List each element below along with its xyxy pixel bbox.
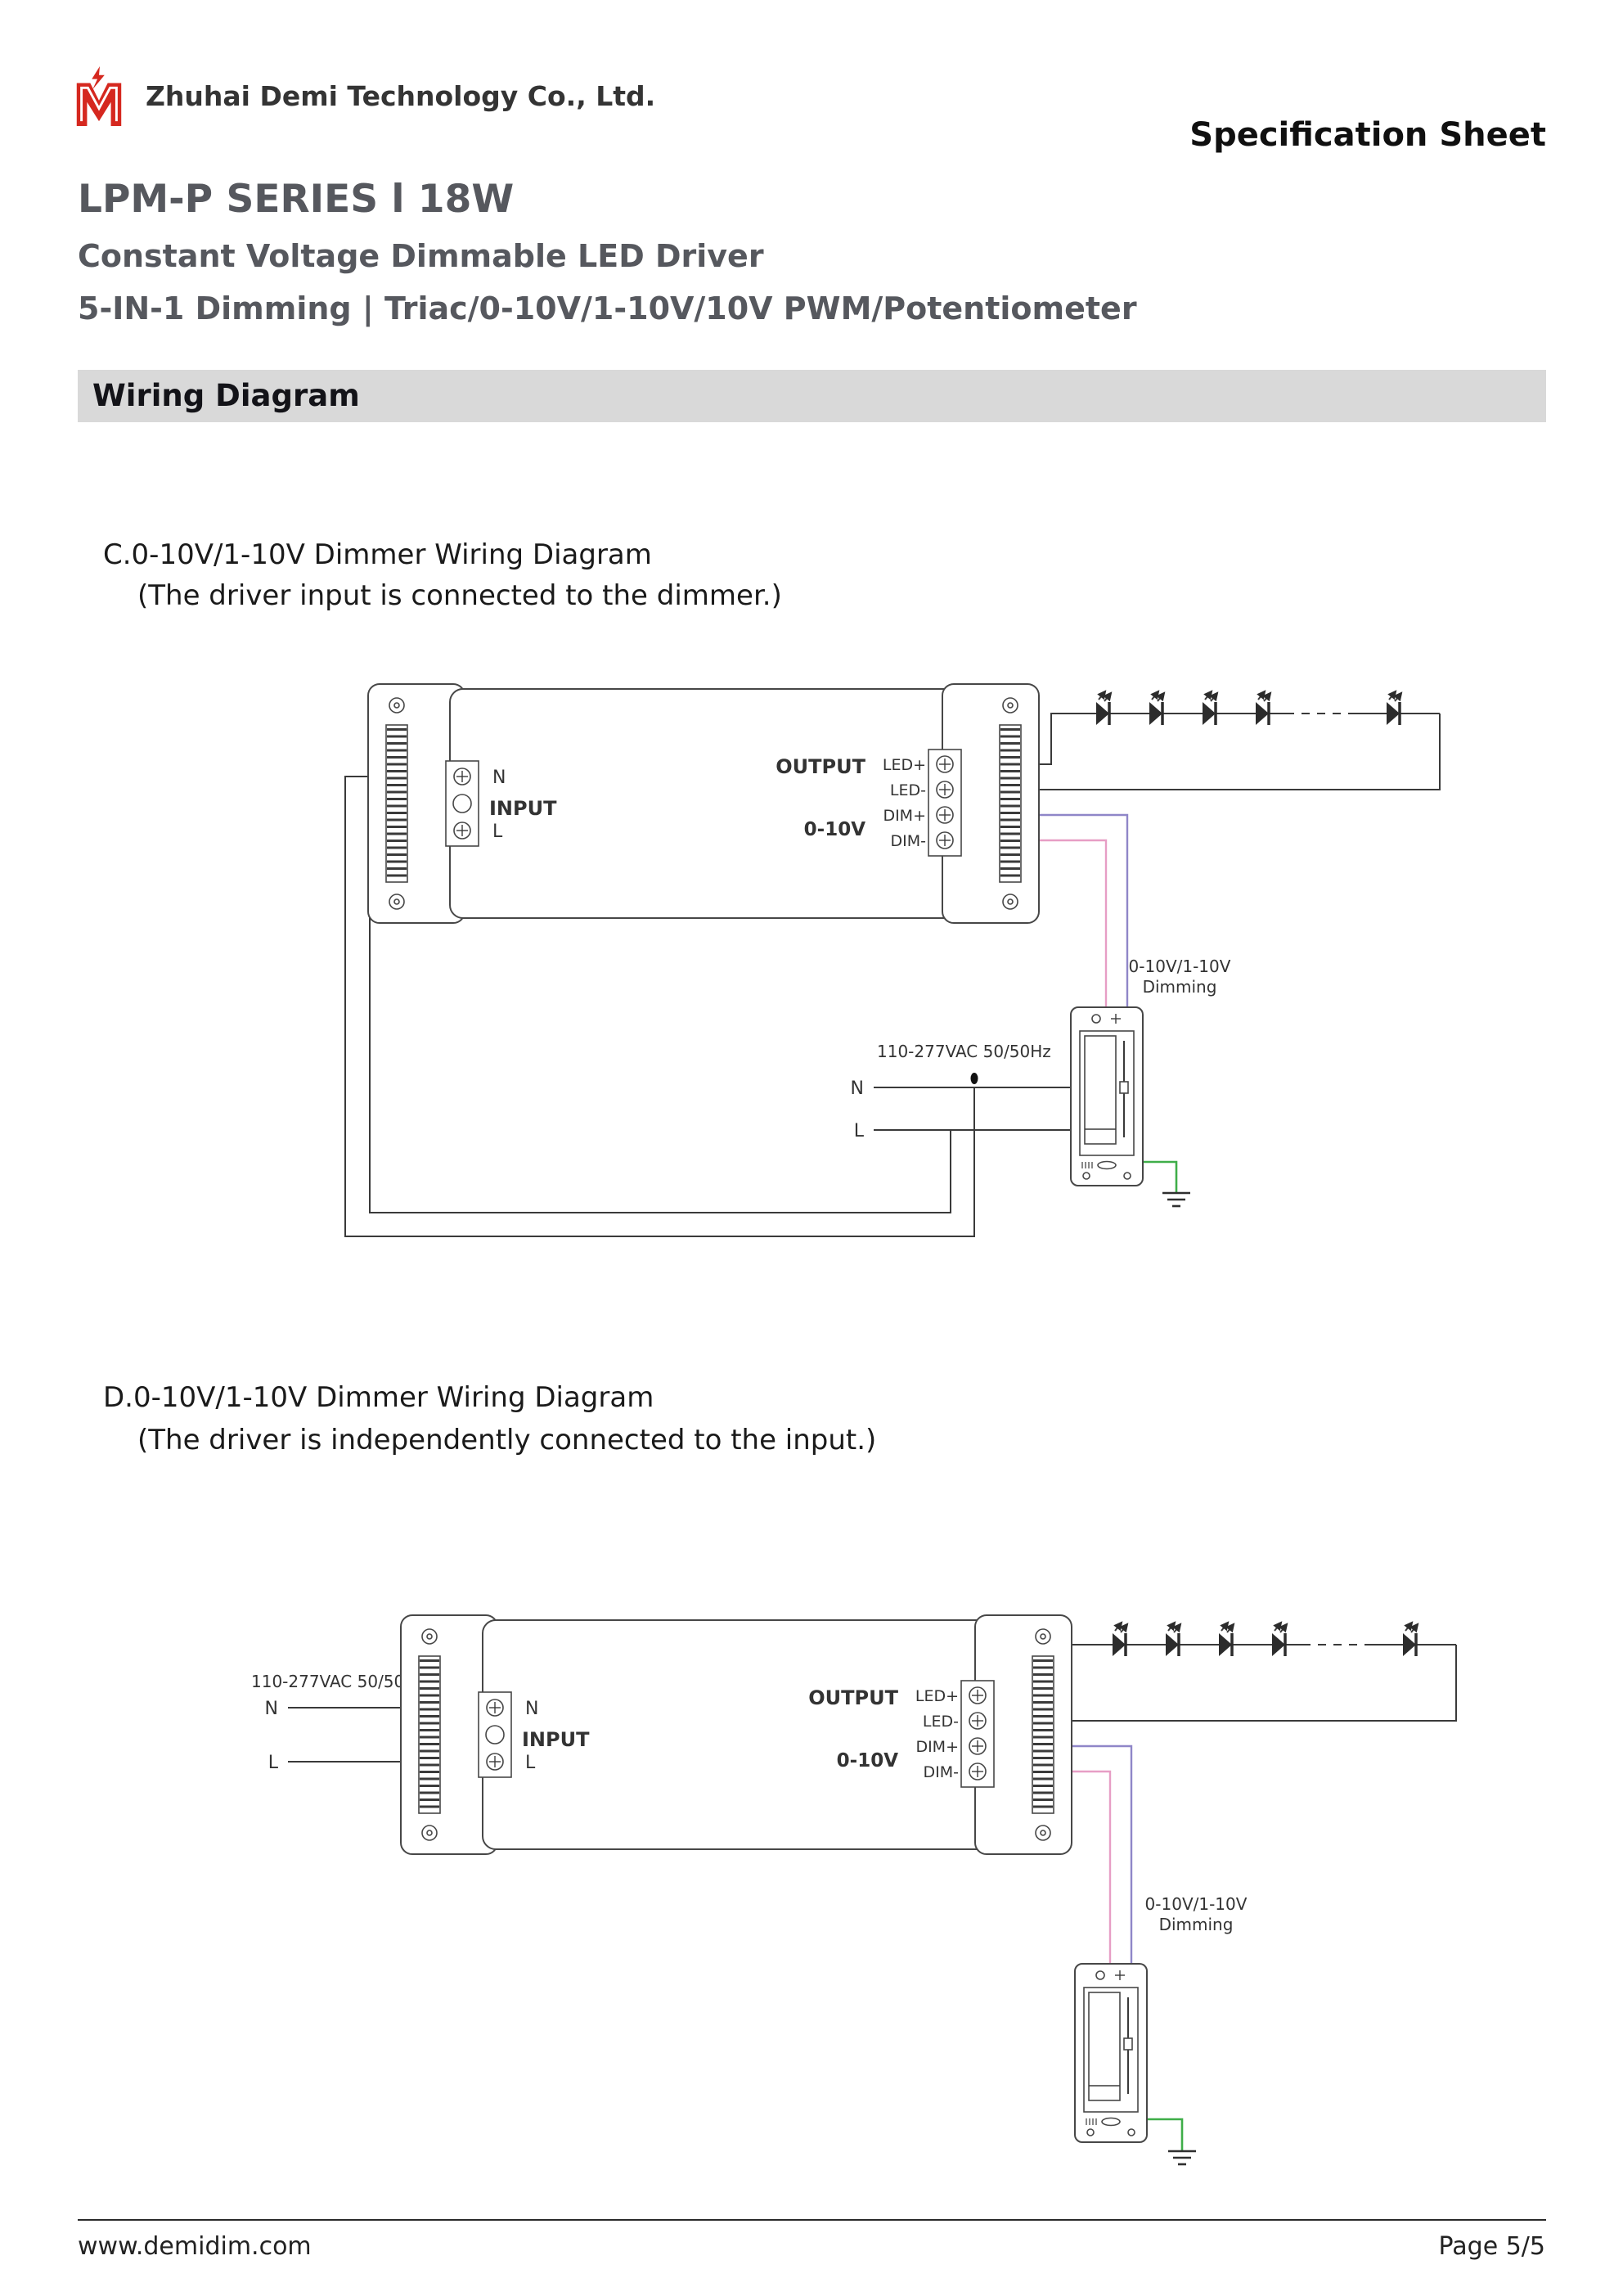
section-c-heading: C.0-10V/1-10V Dimmer Wiring Diagram (103, 538, 652, 571)
wire-led-return (978, 1645, 1457, 1722)
company-name: Zhuhai Demi Technology Co., Ltd. (146, 80, 656, 112)
dimmer-label-line1: 0-10V/1-10V (1129, 957, 1231, 976)
footer-website: www.demidim.com (78, 2232, 312, 2261)
wire-ground (1148, 2118, 1184, 2151)
logo-m-inner (80, 86, 118, 122)
section-d-subheading: (The driver is independently connected t… (137, 1424, 877, 1456)
dimmer-label-line2: Dimming (1159, 1915, 1234, 1934)
led-driver (401, 1615, 1072, 1854)
wire-led-return (945, 714, 1441, 790)
dimming-modes-line: 5-IN-1 Dimming | Triac/0-10V/1-10V/10V P… (78, 290, 1137, 326)
mains-n-label: N (851, 1078, 864, 1099)
wire-ground (1144, 1160, 1178, 1193)
mains-l-label: L (268, 1753, 279, 1773)
diagram-d: 110-277VAC 50/50Hz N L 0-10V/1-10V Dimmi… (251, 1596, 1472, 2166)
wiring-diagram-banner: Wiring Diagram (78, 370, 1546, 422)
earth-ground (1161, 1191, 1192, 1208)
company-logo (76, 66, 122, 126)
wall-dimmer (1074, 1963, 1148, 2143)
banner-title: Wiring Diagram (92, 378, 360, 413)
mains-n-label: N (265, 1699, 278, 1719)
led-driver (368, 684, 1039, 923)
diagram-c: 110-277VAC 50/50Hz N L 0-10V/1-10V Dimmi… (344, 632, 1472, 1237)
footer-divider (78, 2219, 1546, 2221)
junction-dot-icon (970, 1073, 978, 1084)
series-title: LPM-P SERIES l 18W (78, 177, 515, 222)
mains-label: 110-277VAC 50/50Hz (877, 1042, 1051, 1061)
wall-dimmer (1070, 1006, 1144, 1186)
led-string (1063, 691, 1440, 725)
logo-bolt-icon (92, 66, 105, 90)
led-string (1080, 1623, 1456, 1656)
specification-sheet-label: Specification Sheet (1189, 116, 1546, 154)
earth-ground (1167, 2150, 1198, 2166)
footer-page-number: Page 5/5 (1438, 2232, 1545, 2261)
dimmer-label-line1: 0-10V/1-10V (1145, 1894, 1248, 1914)
section-c-subheading: (The driver input is connected to the di… (137, 579, 782, 612)
logo-m-icon (76, 83, 122, 126)
mains-l-label: L (854, 1121, 865, 1141)
section-d-heading: D.0-10V/1-10V Dimmer Wiring Diagram (103, 1381, 654, 1414)
dimmer-label-line2: Dimming (1143, 977, 1217, 997)
mains-label: 110-277VAC 50/50Hz (251, 1672, 425, 1691)
product-subtitle: Constant Voltage Dimmable LED Driver (78, 238, 764, 274)
